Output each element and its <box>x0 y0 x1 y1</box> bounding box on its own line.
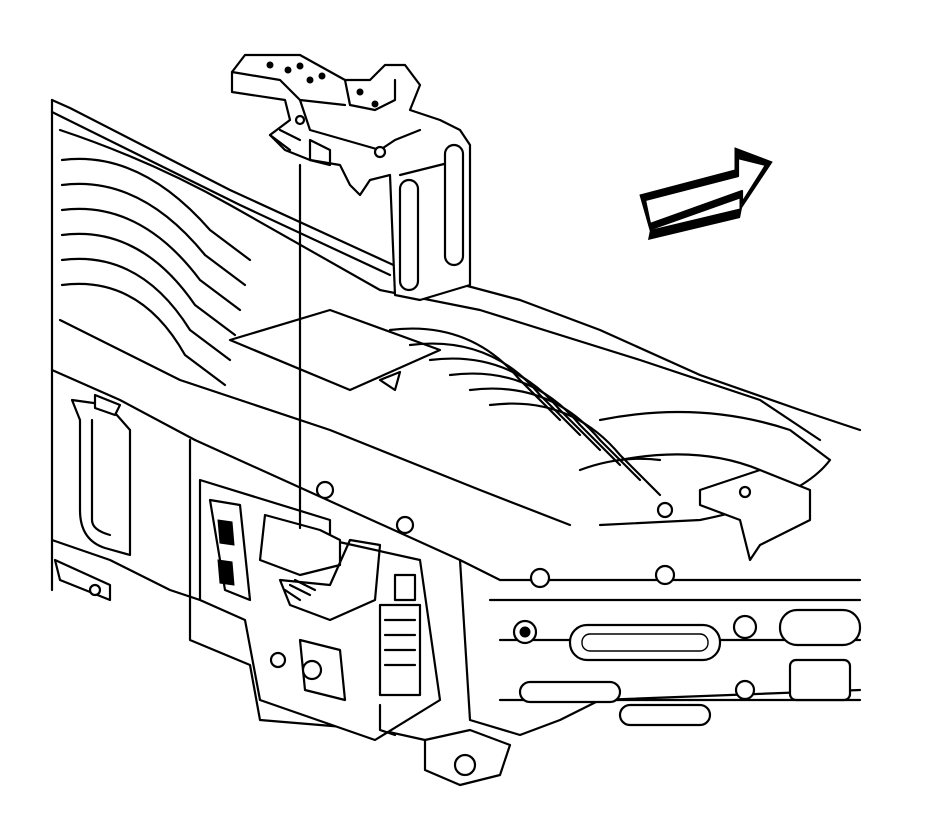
slot <box>618 703 712 727</box>
rivet <box>284 66 292 74</box>
mounting-bracket <box>230 53 472 302</box>
electrical-connector-module <box>198 478 442 742</box>
bolt-head <box>529 567 551 589</box>
battery-pack-housing <box>50 98 862 787</box>
bolt-head <box>734 679 756 701</box>
bracket-slot <box>443 143 465 267</box>
bracket-slot <box>398 178 420 292</box>
rivet <box>266 61 274 69</box>
rivet <box>306 76 314 84</box>
slot <box>788 658 852 702</box>
bolt-head <box>88 583 102 597</box>
bolt-head <box>654 564 676 586</box>
bolt-head <box>315 480 335 500</box>
rivet <box>318 72 326 80</box>
bolt-head <box>301 659 323 681</box>
slot <box>568 623 722 662</box>
mounting-tab <box>698 468 812 562</box>
bolt-head <box>738 485 752 499</box>
slot <box>778 608 862 647</box>
slot-inner <box>581 633 709 652</box>
bolt-head <box>269 651 287 669</box>
connector-plug <box>393 573 417 602</box>
bolt-head <box>373 145 387 159</box>
slot <box>518 680 622 704</box>
bolt-head <box>656 501 674 519</box>
bolt-head <box>395 515 415 535</box>
bolt-head <box>732 614 758 640</box>
rivet <box>371 100 379 108</box>
bolt-head <box>294 114 306 126</box>
rivet <box>296 62 304 70</box>
bolt-center <box>519 626 531 638</box>
bolt-hole <box>453 753 477 777</box>
rivet <box>356 88 364 96</box>
arrow-icon <box>639 147 773 240</box>
